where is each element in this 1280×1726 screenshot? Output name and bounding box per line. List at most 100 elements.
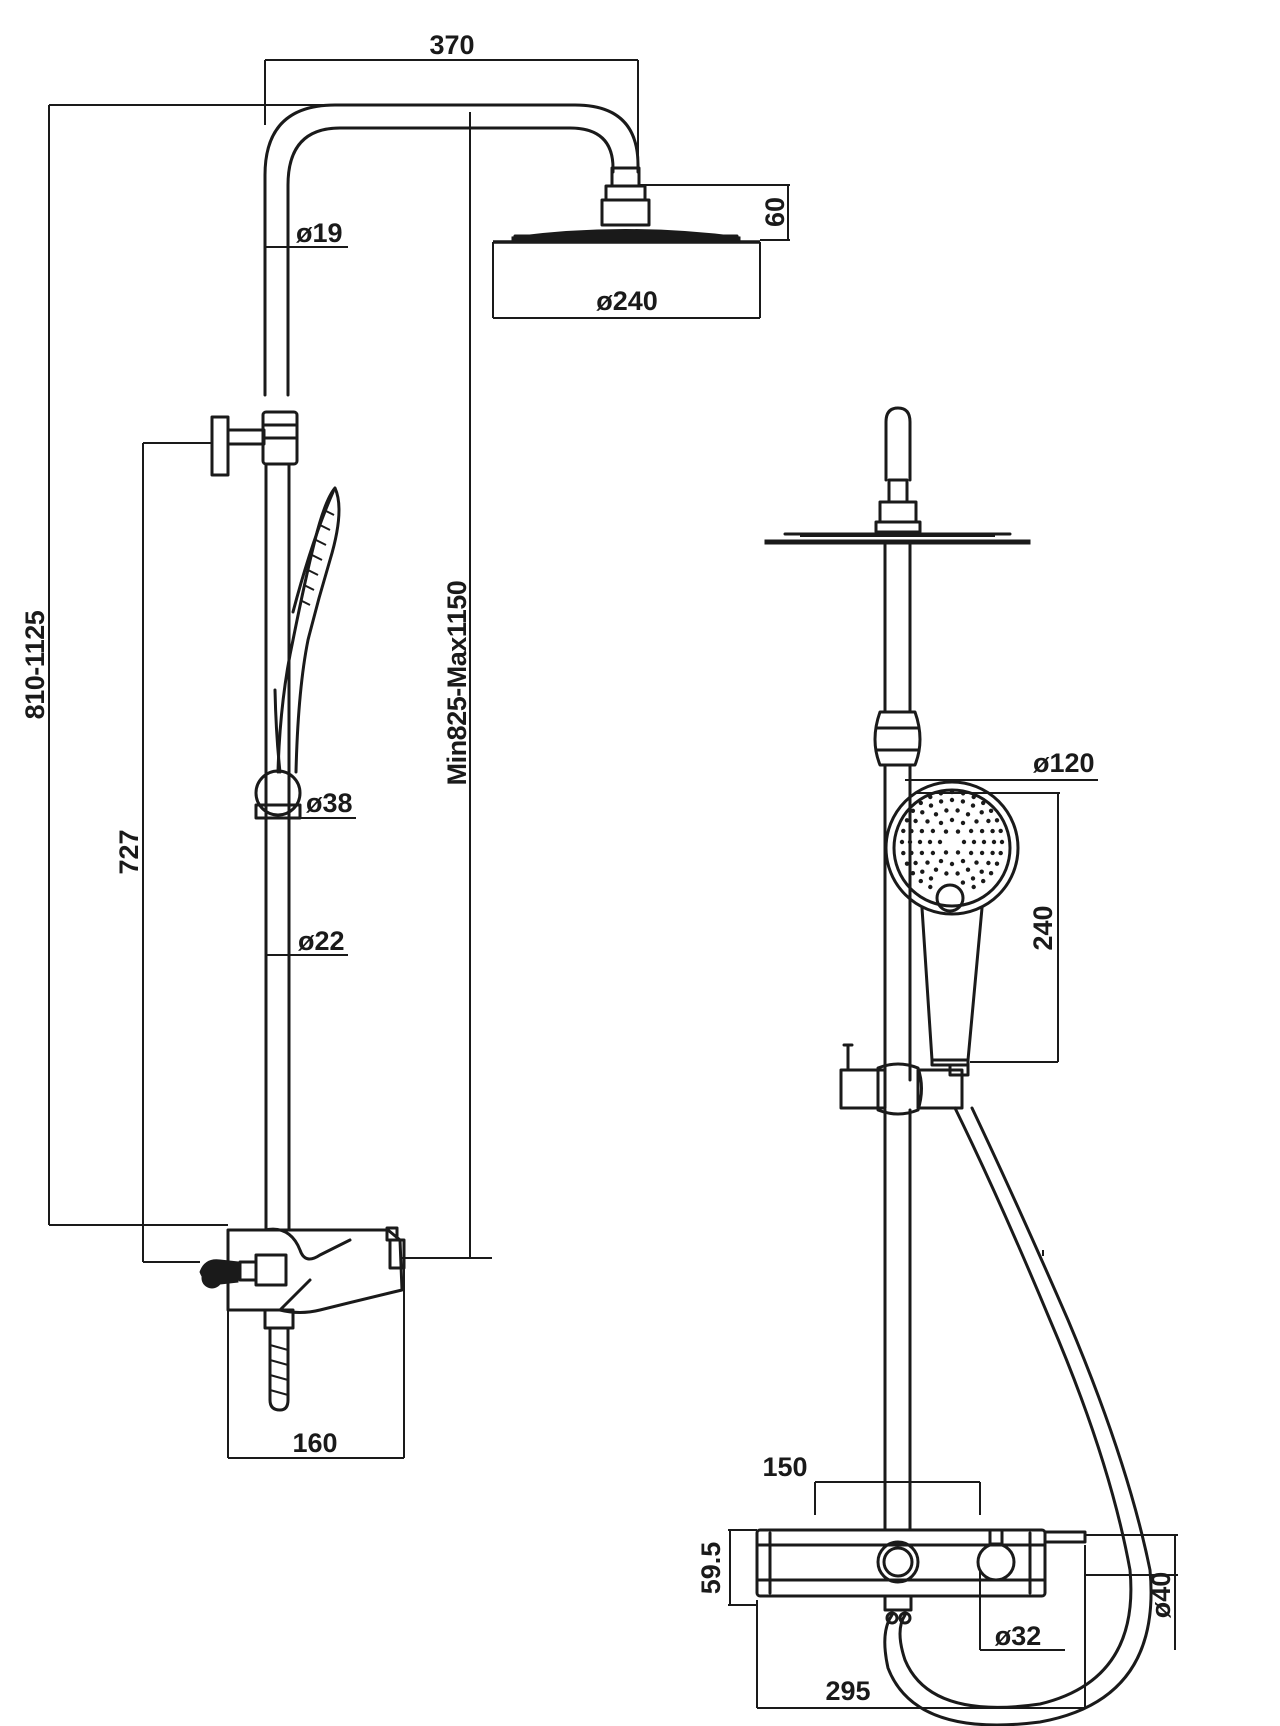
nozzle-dot [925, 860, 930, 865]
nozzle-dot [979, 810, 984, 815]
nozzle-dot [901, 828, 906, 834]
dim-overall-height-label: 810-1125 [20, 610, 50, 719]
rail-handle-knob [254, 769, 302, 820]
nozzle-dot [994, 818, 1000, 823]
nozzle-dot [913, 818, 918, 824]
nozzle-dot [943, 850, 949, 855]
dim-holder-height-label: 727 [114, 829, 144, 874]
nozzle-dot [944, 871, 949, 876]
nozzle-dot [988, 808, 994, 813]
upper-shower-arm [263, 103, 651, 397]
nozzle-dot [990, 850, 995, 856]
nozzle-dot [904, 818, 910, 823]
front-upper-collar [873, 710, 922, 767]
nozzle-dot [955, 808, 960, 813]
dim-lower-pipe-diameter-label: ø22 [298, 926, 345, 956]
nozzle-dot [955, 829, 961, 834]
nozzle-dot [913, 860, 918, 866]
dim-handle-diameter-label: ø38 [306, 788, 353, 818]
nozzle-dot [968, 828, 974, 834]
nozzle-dot [909, 828, 914, 834]
nozzle-dot [971, 794, 976, 800]
nozzle-dot [974, 819, 979, 824]
nozzle-dot [961, 839, 967, 845]
nozzle-dot [965, 812, 971, 817]
rail-pipe [264, 462, 291, 1232]
dim-mixer-depth-label: 160 [292, 1428, 337, 1458]
nozzle-dot [899, 839, 905, 845]
nozzle-dot [960, 880, 966, 885]
nozzle-dot [981, 800, 986, 806]
nozzle-dot [933, 812, 939, 817]
nozzle-dot [955, 850, 961, 855]
nozzle-dot [965, 867, 971, 872]
nozzle-dot [979, 869, 984, 874]
nozzle-dot [909, 850, 914, 856]
front-view-dimension-labels: ø120 240 150 59.5 ø32 295 ø40 [696, 748, 1176, 1706]
nozzle-dot [960, 799, 966, 804]
dim-upper-pipe-diameter-label: ø19 [296, 218, 343, 248]
nozzle-dot [979, 850, 985, 856]
front-arm-top [874, 406, 922, 534]
nozzle-dot [930, 828, 936, 834]
nozzle-dot [904, 861, 910, 866]
nozzle-dot [930, 850, 936, 856]
side-view: 370 60 ø240 ø19 810-1125 Min825-Max1150 … [20, 30, 790, 1459]
dim-head-diameter-label: ø240 [596, 286, 658, 316]
nozzle-dot [971, 884, 976, 890]
nozzle-dot [918, 800, 923, 806]
nozzle-dot [988, 871, 994, 876]
hand-shower-side [273, 486, 341, 774]
dim-top-width-label: 370 [429, 30, 474, 60]
dim-mixer-width-label: 295 [825, 1676, 870, 1706]
nozzle-dot [933, 867, 939, 872]
dim-mixer-center-width-label: 150 [762, 1452, 807, 1482]
nozzle-dot [955, 871, 960, 876]
front-mixer-bar [755, 1528, 1087, 1625]
nozzle-dot [927, 839, 933, 845]
nozzle-dot [910, 871, 916, 876]
overhead-shower-head [492, 229, 761, 319]
nozzle-dot [938, 820, 944, 826]
nozzle-dot [910, 808, 916, 813]
nozzle-dot [918, 878, 923, 884]
nozzle-dot [999, 839, 1005, 845]
nozzle-dot [949, 817, 955, 823]
nozzle-dot [970, 876, 976, 881]
nozzle-dot [960, 820, 966, 826]
front-view: ø120 240 150 59.5 ø32 295 ø40 [696, 406, 1178, 1726]
nozzle-dot [925, 819, 930, 824]
nozzle-dot [920, 869, 925, 874]
dim-head-height-label: 60 [760, 197, 790, 227]
front-hand-shower [884, 780, 1020, 1067]
nozzle-dot [928, 884, 933, 890]
nozzle-dot [998, 850, 1003, 856]
nozzle-dot [981, 839, 987, 845]
dim-mixer-height-label: 59.5 [696, 1542, 726, 1595]
dim-hand-shower-diameter-label: ø120 [1033, 748, 1095, 778]
nozzle-dot [949, 797, 955, 803]
nozzle-dot [919, 850, 925, 856]
nozzle-dot [994, 861, 1000, 866]
front-flexible-hose [883, 1106, 1153, 1726]
nozzle-dot [901, 850, 906, 856]
nozzle-dot [943, 829, 949, 834]
nozzle-dot [998, 828, 1003, 834]
dim-hand-shower-length-label: 240 [1028, 905, 1058, 950]
nozzle-dot [944, 808, 949, 813]
nozzle-dot [970, 803, 976, 808]
nozzle-dot [928, 794, 933, 800]
dim-adjustable-height-label: Min825-Max1150 [442, 581, 472, 786]
front-view-dimension-lines [728, 779, 1178, 1709]
side-view-dimension-lines [48, 59, 790, 1459]
nozzle-dots [899, 789, 1005, 890]
nozzle-dot [974, 860, 979, 865]
upper-slider-holder [210, 410, 299, 477]
nozzle-dot [937, 839, 943, 845]
nozzle-dot [919, 828, 925, 834]
nozzle-dot [968, 850, 974, 856]
front-rail-pipe [883, 542, 912, 1532]
nozzle-dot [960, 858, 966, 864]
mixer-side-body [199, 1226, 406, 1412]
